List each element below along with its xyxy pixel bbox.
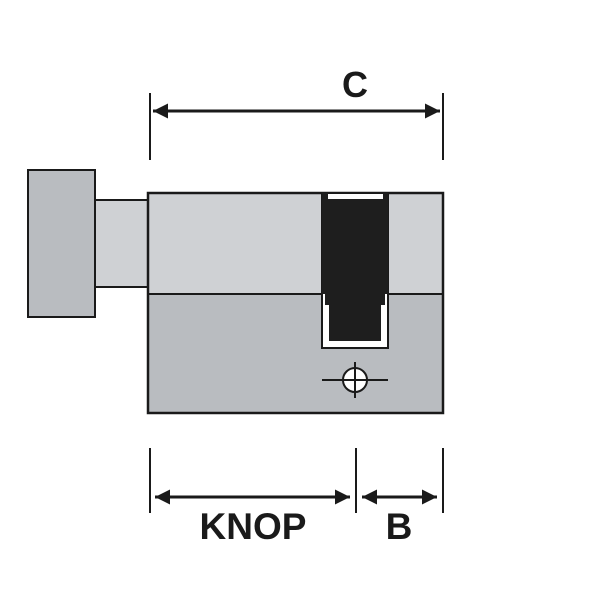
cam-lever (322, 193, 388, 341)
dimension-c: C (149, 64, 444, 160)
knob (27, 169, 96, 318)
label-knop: KNOP (200, 506, 307, 547)
body-upper (148, 193, 443, 294)
knob-neck (94, 199, 149, 288)
cylinder-body (146, 191, 445, 415)
cam (321, 192, 389, 349)
body-outline (146, 191, 445, 415)
label-b: B (386, 506, 413, 547)
label-c: C (342, 64, 368, 105)
screw-hole-icon (322, 362, 388, 398)
dimension-knop-b: KNOP B (149, 448, 444, 547)
body-lower (148, 294, 443, 413)
